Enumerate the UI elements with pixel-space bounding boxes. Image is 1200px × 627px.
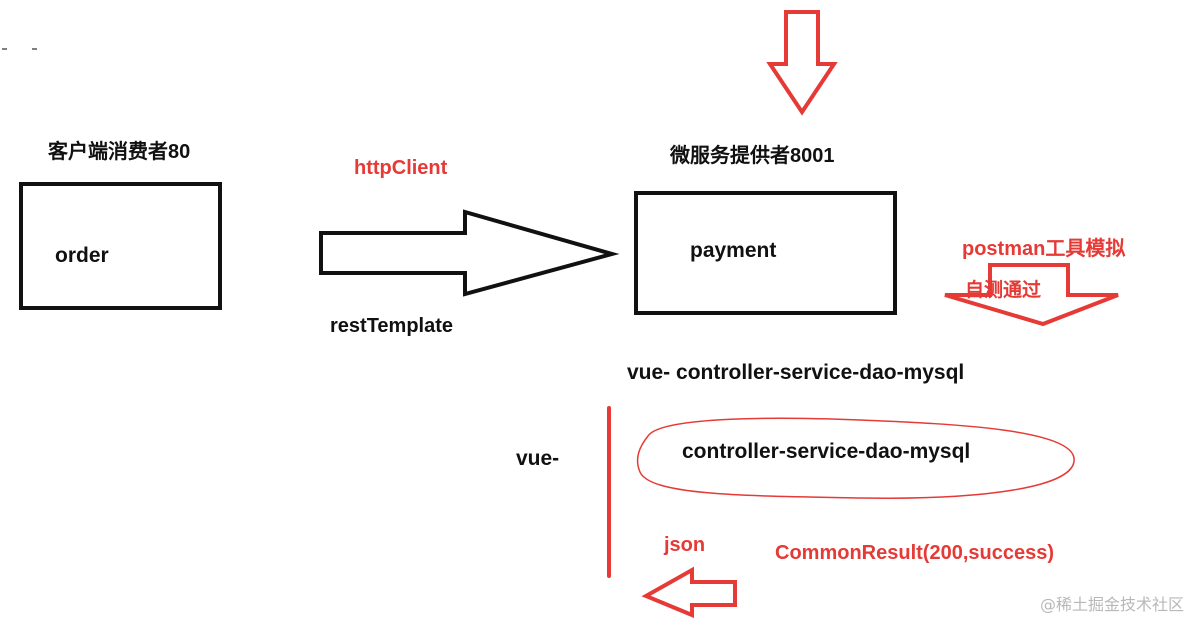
vue-prefix: vue- (516, 447, 560, 470)
payment-box (634, 191, 897, 315)
order-label: order (55, 244, 109, 267)
common-result-label: CommonResult(200,success) (775, 542, 1054, 564)
stack-circled-label: controller-service-dao-mysql (682, 440, 971, 463)
consumer-title: 客户端消费者80 (48, 141, 191, 163)
rest-template-label: restTemplate (330, 315, 454, 337)
down-arrow-top (766, 10, 838, 116)
watermark: @稀土掘金技术社区 (1039, 595, 1184, 614)
json-label: json (664, 534, 706, 556)
stack-line: vue- controller-service-dao-mysql (627, 361, 965, 384)
payment-label: payment (690, 239, 777, 262)
http-client-label: httpClient (354, 157, 448, 179)
down-arrow-postman (944, 263, 1119, 327)
request-arrow (319, 209, 620, 297)
response-arrow (641, 566, 737, 618)
postman-label: postman工具模拟 (962, 238, 1126, 260)
self-test-label: 自测通过 (965, 280, 1042, 301)
order-box (19, 182, 222, 310)
stack-ellipse (636, 417, 1075, 499)
provider-title: 微服务提供者8001 (670, 145, 835, 167)
